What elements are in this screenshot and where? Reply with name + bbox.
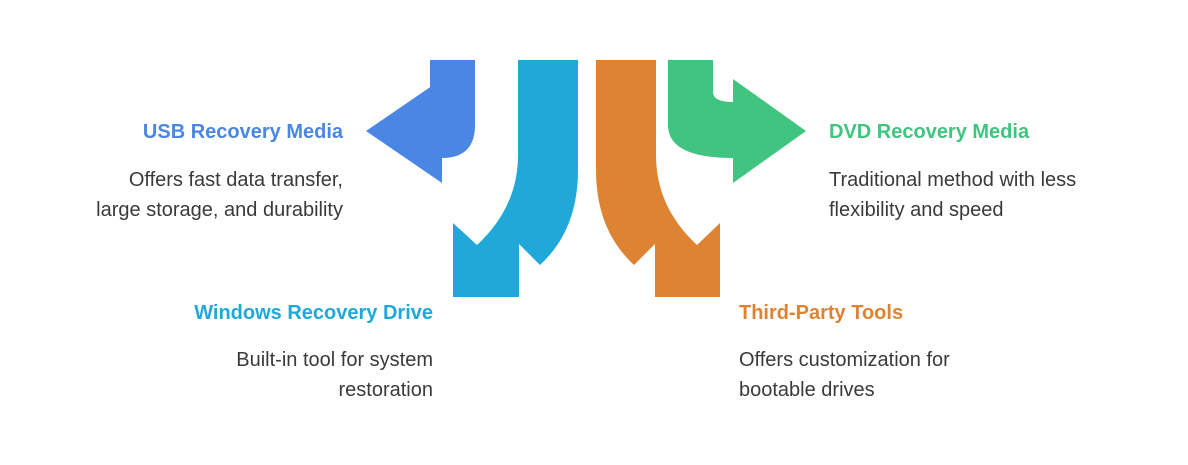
usb-arrow	[366, 60, 475, 183]
windows-arrow	[453, 60, 578, 297]
windows-recovery-drive-block: Windows Recovery Drive Built-in tool for…	[100, 301, 433, 405]
usb-desc-line-2: large storage, and durability	[96, 199, 343, 221]
dvd-recovery-media-block: DVD Recovery Media Traditional method wi…	[829, 120, 1169, 225]
dvd-arrow	[668, 60, 806, 183]
windows-recovery-drive-title: Windows Recovery Drive	[194, 302, 433, 324]
dvd-recovery-media-title: DVD Recovery Media	[829, 121, 1030, 143]
windows-desc-line-2: restoration	[338, 379, 434, 401]
windows-recovery-drive-description: Built-in tool for system restoration	[100, 345, 433, 405]
usb-desc-line-1: Offers fast data transfer,	[128, 169, 343, 191]
usb-recovery-media-description: Offers fast data transfer, large storage…	[20, 165, 343, 225]
usb-recovery-media-block: USB Recovery Media Offers fast data tran…	[20, 120, 343, 225]
dvd-desc-line-1: Traditional method with less	[829, 169, 1077, 191]
third-party-tools-title: Third-Party Tools	[739, 302, 904, 324]
thirdparty-desc-line-2: bootable drives	[739, 379, 875, 401]
third-party-tools-description: Offers customization for bootable drives	[739, 345, 1069, 405]
dvd-recovery-media-description: Traditional method with less flexibility…	[829, 165, 1169, 225]
thirdparty-arrow	[596, 60, 720, 297]
usb-recovery-media-title: USB Recovery Media	[142, 121, 343, 143]
dvd-desc-line-2: flexibility and speed	[829, 199, 1004, 221]
thirdparty-desc-line-1: Offers customization for	[739, 349, 950, 371]
third-party-tools-block: Third-Party Tools Offers customization f…	[739, 301, 1069, 405]
windows-desc-line-1: Built-in tool for system	[236, 349, 433, 371]
